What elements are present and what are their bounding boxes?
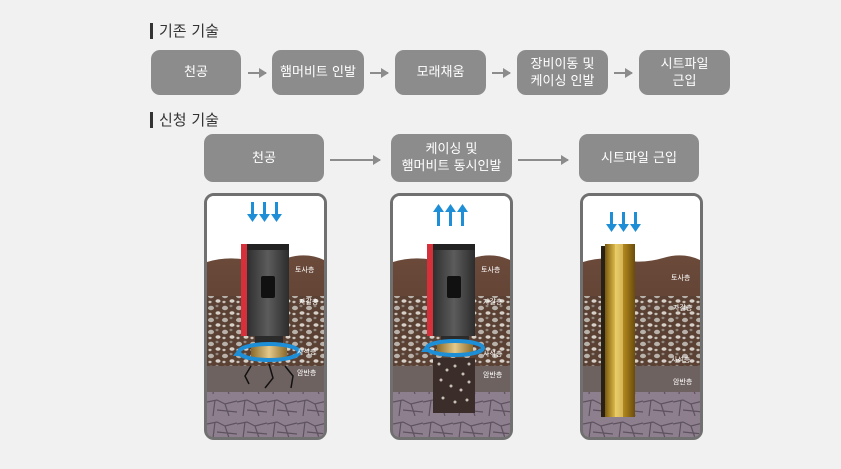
new-arrow-1 bbox=[330, 155, 381, 165]
layer-label-gravel: 자갈층 bbox=[299, 297, 319, 306]
new-arrow-2 bbox=[518, 155, 569, 165]
layer-label-sandstone: 사석층 bbox=[297, 347, 317, 356]
layer-label-rock: 암반층 bbox=[297, 368, 317, 377]
legacy-arrow-1 bbox=[248, 68, 267, 78]
title-bar bbox=[150, 111, 153, 128]
legacy-title-text: 기존 기술 bbox=[159, 22, 219, 40]
legacy-step-bit-extraction: 햄머비트 인발 bbox=[272, 50, 364, 95]
layer-label-sandstone: 사석층 bbox=[671, 355, 691, 364]
layer-label-soil: 토사층 bbox=[671, 273, 691, 282]
drilling-illustration: 토사층 자갈층 사석층 암반층 bbox=[204, 193, 327, 440]
new-title-text: 신청 기술 bbox=[159, 111, 219, 129]
up-arrows-icon bbox=[433, 204, 468, 226]
new-step-sheet-pile: 시트파일 근입 bbox=[579, 134, 699, 182]
legacy-arrow-4 bbox=[614, 68, 633, 78]
layer-label-soil: 토사층 bbox=[481, 265, 501, 274]
layer-label-rock: 암반층 bbox=[673, 377, 693, 386]
legacy-arrow-2 bbox=[370, 68, 389, 78]
legacy-step-drilling: 천공 bbox=[151, 50, 241, 95]
layer-label-rock: 암반층 bbox=[483, 370, 503, 379]
sheet-pile-illustration: 토사층 자갈층 사석층 암반층 bbox=[580, 193, 703, 440]
legacy-section-title: 기존 기술 bbox=[150, 20, 219, 41]
layer-label-sandstone: 사석층 bbox=[483, 349, 503, 358]
down-arrows-icon bbox=[606, 212, 641, 232]
legacy-step-sand-filling: 모래채움 bbox=[395, 50, 486, 95]
new-section-title: 신청 기술 bbox=[150, 109, 219, 130]
layer-label-gravel: 자갈층 bbox=[483, 297, 503, 306]
legacy-arrow-3 bbox=[492, 68, 511, 78]
title-bar bbox=[150, 22, 153, 39]
legacy-step-casing-extraction: 장비이동 및 케이싱 인발 bbox=[517, 50, 608, 95]
new-step-simultaneous-extraction: 케이싱 및 햄머비트 동시인발 bbox=[391, 134, 512, 182]
layer-label-soil: 토사층 bbox=[295, 265, 315, 274]
extraction-illustration: 토사층 자갈층 사석층 암반층 bbox=[390, 193, 513, 440]
new-step-drilling: 천공 bbox=[204, 134, 324, 182]
legacy-step-sheet-pile: 시트파일 근입 bbox=[639, 50, 730, 95]
layer-label-gravel: 자갈층 bbox=[673, 303, 693, 312]
down-arrows-icon bbox=[247, 202, 282, 222]
